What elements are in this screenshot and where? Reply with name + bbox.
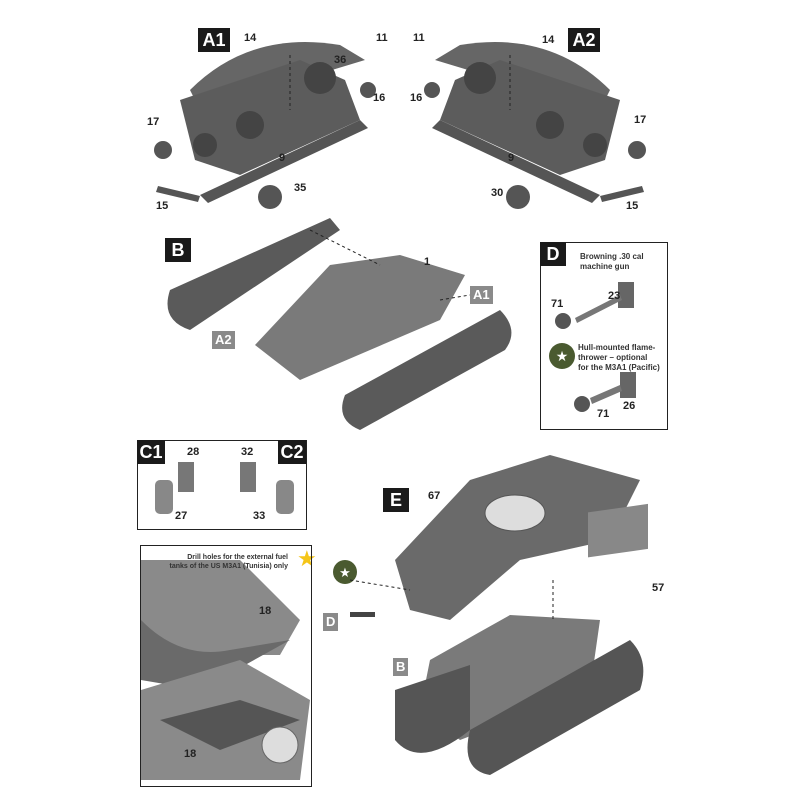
part-number: 15 — [626, 200, 639, 212]
part-number: 15 — [156, 200, 169, 212]
b-hull-assembly — [167, 218, 512, 430]
c-panel — [137, 440, 307, 530]
part-number: 16 — [410, 92, 423, 104]
step-c2-badge: C2 — [278, 440, 306, 464]
c-fuel-tank-parts — [155, 462, 294, 514]
tag-a2: A2 — [212, 331, 235, 349]
part-number: 32 — [241, 446, 254, 458]
part-number: 33 — [253, 510, 266, 522]
a2-track-assembly — [424, 42, 646, 209]
drill-holes-note: Drill holes for the external fuel tanks … — [169, 554, 289, 570]
drill-panel — [140, 545, 312, 787]
part-number: 14 — [542, 34, 555, 46]
part-number: 35 — [294, 182, 307, 194]
part-number: 57 — [652, 582, 665, 594]
step-a2-badge: A2 — [568, 28, 600, 52]
a1-track-assembly — [154, 42, 376, 209]
part-number: 71 — [597, 408, 610, 420]
step-e-badge: E — [383, 488, 409, 512]
step-c1-badge: C1 — [137, 440, 165, 464]
step-b-badge: B — [165, 238, 191, 262]
part-number: 28 — [187, 446, 200, 458]
d-weapon-parts: ★ — [549, 282, 636, 412]
drill-hull-detail — [141, 560, 310, 780]
step-a1-badge: A1 — [198, 28, 230, 52]
svg-text:★: ★ — [339, 565, 351, 580]
tag-d: D — [323, 613, 339, 631]
part-number: 9 — [279, 152, 286, 164]
part-number: 18 — [259, 605, 272, 617]
d-weapon-part — [350, 612, 375, 617]
d-flamethrower-note: Hull-mounted flame-thrower – optional fo… — [578, 343, 660, 372]
part-number: 67 — [428, 490, 441, 502]
part-number: 1 — [424, 256, 431, 268]
part-number: 30 — [491, 187, 504, 199]
e-final-assembly: ★ — [333, 455, 648, 775]
part-number: 36 — [334, 54, 347, 66]
d-panel — [540, 242, 668, 430]
part-number: 17 — [147, 116, 160, 128]
tag-b: B — [393, 658, 409, 676]
assembly-guide-lines — [289, 55, 554, 620]
part-number: 23 — [608, 290, 621, 302]
step-d-badge: D — [540, 242, 566, 266]
d-machine-gun-note: Browning .30 cal machine gun — [580, 252, 644, 271]
part-number: 9 — [508, 152, 515, 164]
part-number: 11 — [376, 32, 388, 44]
part-number: 17 — [634, 114, 647, 126]
svg-text:★: ★ — [556, 348, 569, 364]
part-number: 18 — [184, 748, 197, 760]
part-number: 16 — [373, 92, 386, 104]
part-number: 26 — [623, 400, 636, 412]
part-number: 14 — [244, 32, 257, 44]
part-number: 11 — [413, 32, 425, 44]
tag-a1: A1 — [470, 286, 493, 304]
part-number: 27 — [175, 510, 188, 522]
part-number: 71 — [551, 298, 564, 310]
